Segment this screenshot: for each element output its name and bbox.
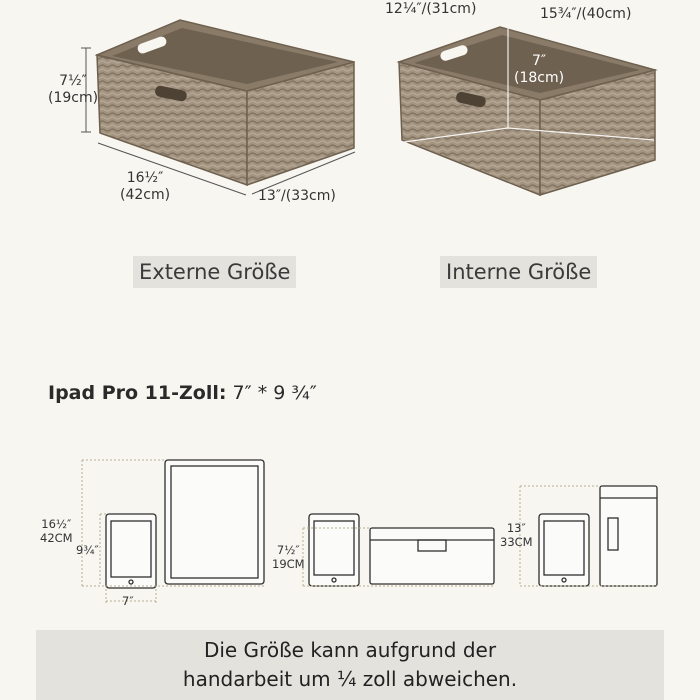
height-comparison-label: 7½″ 19CM <box>272 543 305 572</box>
ipad-dimensions: 7″ * 9 ¾″ <box>226 382 317 404</box>
external-length-label: 16½″ (42cm) <box>120 170 170 204</box>
internal-height-label: 7″ (18cm) <box>514 53 564 87</box>
width-cm: 33CM <box>500 535 533 550</box>
comparison-guides <box>81 459 657 605</box>
external-basket <box>94 19 355 187</box>
length-comparison-label: 16½″ 42CM <box>40 517 73 546</box>
ipad-size-heading: Ipad Pro 11-Zoll: 7″ * 9 ¾″ <box>48 382 317 404</box>
width-comparison-label: 13″ 33CM <box>500 521 533 550</box>
ipad-height-label: 9¾″ <box>76 543 99 557</box>
internal-dimension-lines <box>403 28 655 143</box>
height-cm: 19CM <box>272 557 305 572</box>
external-height-cm: (19cm) <box>48 89 99 106</box>
tolerance-note: Die Größe kann aufgrund der handarbeit u… <box>36 630 664 700</box>
internal-width-label: 15¾″/(40cm) <box>540 6 632 22</box>
external-size-tag: Externe Größe <box>133 256 297 288</box>
external-dimension-lines <box>81 47 356 196</box>
length-cm: 42CM <box>40 531 73 546</box>
external-length-cm: (42cm) <box>120 186 171 203</box>
internal-basket <box>396 26 658 197</box>
comparison-drawings <box>105 459 658 589</box>
internal-height-cm: (18cm) <box>514 69 565 86</box>
ipad-width-label: 7″ <box>122 594 134 608</box>
ipad-model-name: Ipad Pro 11-Zoll: <box>48 382 227 404</box>
external-length-inches: 16½″ <box>126 170 164 186</box>
internal-length-label: 12¼″/(31cm) <box>385 1 477 17</box>
internal-size-tag: Interne Größe <box>440 256 598 288</box>
tolerance-note-line-2: handarbeit um ¼ zoll abweichen. <box>182 667 518 691</box>
external-width-label: 13″/(33cm) <box>258 188 336 204</box>
tolerance-note-line-1: Die Größe kann aufgrund der <box>203 638 497 662</box>
length-inches: 16½″ <box>41 517 72 531</box>
internal-height-inches: 7″ <box>531 53 547 69</box>
external-height-inches: 7½″ <box>59 73 87 89</box>
height-inches: 7½″ <box>276 543 300 557</box>
width-inches: 13″ <box>506 521 526 535</box>
external-height-label: 7½″ (19cm) <box>48 73 98 107</box>
